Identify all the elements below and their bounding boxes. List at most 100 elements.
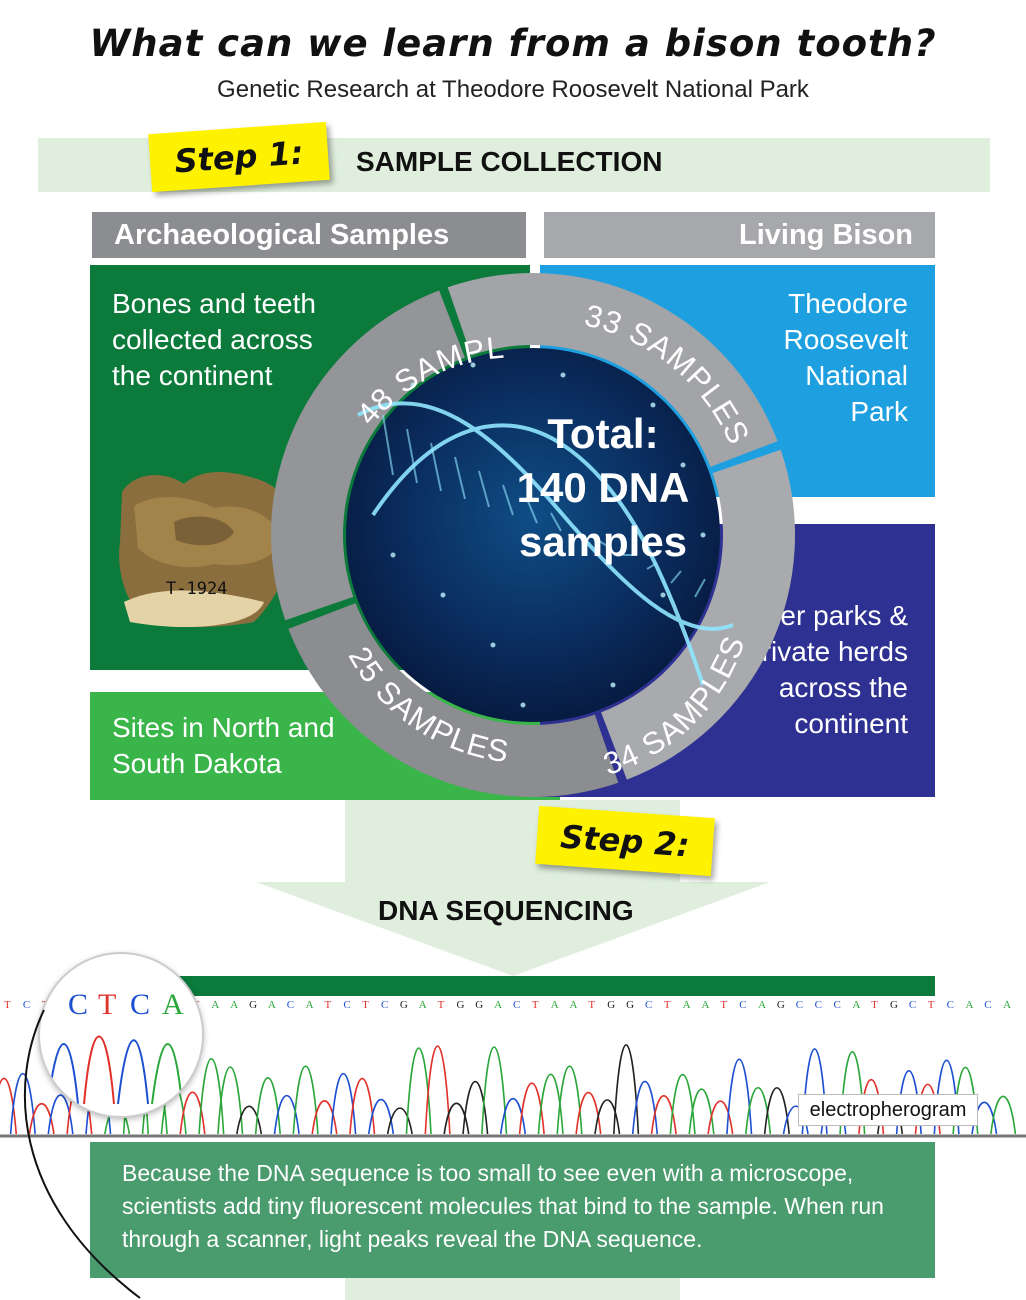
trace-peak xyxy=(462,1081,489,1135)
trace-peak xyxy=(443,1102,470,1135)
sequence-base: C xyxy=(23,999,30,1011)
trace-peak xyxy=(990,1095,1017,1135)
sequence-base: C xyxy=(645,999,652,1011)
trace-peak xyxy=(688,1088,715,1135)
sequence-base: T xyxy=(720,999,727,1011)
sequence-base: T xyxy=(362,999,369,1011)
dakota-text: Sites in North and South Dakota xyxy=(112,712,335,779)
zoom-base-4: A xyxy=(162,988,184,1021)
trace-peak xyxy=(650,1095,677,1135)
trnp-text: Theodore Roosevelt National Park xyxy=(783,288,908,427)
sequence-base: T xyxy=(588,999,595,1011)
sequence-base: G xyxy=(475,999,483,1011)
step1-heading: SAMPLE COLLECTION xyxy=(356,146,663,177)
sequence-base: G xyxy=(456,999,464,1011)
archaeological-text: Bones and teeth collected across the con… xyxy=(112,288,316,391)
trace-peak xyxy=(28,1102,55,1135)
trace-peak xyxy=(631,1080,659,1135)
trace-peak xyxy=(367,1099,395,1135)
sequence-base: C xyxy=(833,999,840,1011)
sequence-base: A xyxy=(419,999,427,1011)
trace-peak xyxy=(556,1065,583,1135)
sequence-base: G xyxy=(249,999,257,1011)
step1-sticky-note: Step 1: xyxy=(148,121,330,193)
electropherogram-chart: TCTCTCAAAATAAGACATCTCGATGGACTAATGGCTAATC… xyxy=(0,999,1026,1138)
dna-image-background xyxy=(346,348,720,722)
trace-peak xyxy=(217,1066,244,1135)
trace-peak xyxy=(745,1086,772,1135)
trace-peak xyxy=(349,1078,376,1135)
sequence-base: A xyxy=(702,999,710,1011)
column-header-archaeological: Archaeological Samples xyxy=(92,212,526,258)
tooth-specimen-label: T-1924 xyxy=(166,579,227,599)
sequence-base: A xyxy=(758,999,766,1011)
sequence-base: T xyxy=(4,999,11,1011)
arrow-continue xyxy=(345,1278,680,1300)
trace-peak xyxy=(499,1098,527,1135)
sequence-base: G xyxy=(626,999,634,1011)
sequence-base: T xyxy=(871,999,878,1011)
callout-line xyxy=(23,1009,141,1299)
sequence-base: A xyxy=(230,999,238,1011)
sequence-base: C xyxy=(287,999,294,1011)
trace-peak xyxy=(575,1091,602,1135)
total-line-2: 140 DNA xyxy=(517,464,690,511)
sequence-base: A xyxy=(211,999,219,1011)
ring-segment-25 xyxy=(288,603,619,797)
zoom-base-2: T xyxy=(98,988,116,1021)
trace-peak xyxy=(537,1073,564,1135)
sequencing-caption: Because the DNA sequence is too small to… xyxy=(122,1160,884,1252)
sequencing-top-bar xyxy=(90,976,935,998)
trace-peak xyxy=(179,1091,206,1135)
zoom-magnifier: C T C A xyxy=(38,952,204,1118)
sequence-base: C xyxy=(343,999,350,1011)
sequence-base: G xyxy=(400,999,408,1011)
page-title: What can we learn from a bison tooth? xyxy=(89,22,937,65)
sequence-base: C xyxy=(984,999,991,1011)
ring-segment-34 xyxy=(601,449,795,780)
trace-peak xyxy=(311,1100,338,1135)
zoom-base-1: C xyxy=(68,988,88,1021)
arrow-head xyxy=(256,882,770,976)
trace-peak xyxy=(236,1105,263,1135)
sequencing-caption-panel xyxy=(90,1142,935,1278)
sequence-base: A xyxy=(306,999,314,1011)
trace-peak xyxy=(594,1099,621,1135)
sequence-base: C xyxy=(513,999,520,1011)
sequence-base: A xyxy=(1003,999,1011,1011)
trace-peak xyxy=(424,1045,451,1135)
trace-peak xyxy=(9,1072,36,1135)
sequence-base: T xyxy=(324,999,331,1011)
sequence-base: A xyxy=(570,999,578,1011)
trace-peak xyxy=(292,1065,319,1135)
trace-peak xyxy=(481,1046,508,1135)
zoom-base-3: C xyxy=(130,988,150,1021)
electropherogram-label: electropherogram xyxy=(798,1094,978,1126)
total-line-1: Total: xyxy=(547,410,658,457)
sequence-base: G xyxy=(777,999,785,1011)
sequence-base: C xyxy=(739,999,746,1011)
sequence-base: T xyxy=(438,999,445,1011)
trace-peak xyxy=(405,1047,432,1135)
sequence-base: A xyxy=(494,999,502,1011)
column-header-living-bison: Living Bison xyxy=(544,212,935,258)
sample-ring-diagram: Total: 140 DNA samples 48 SAMPLES 33 SAM… xyxy=(263,265,795,797)
trace-peak xyxy=(47,1094,74,1135)
trace-peak xyxy=(0,1077,18,1135)
trace-peak xyxy=(707,1100,734,1135)
trace-peak xyxy=(273,1095,300,1135)
sequence-base: C xyxy=(381,999,388,1011)
sequence-base: C xyxy=(815,999,822,1011)
trace-peak xyxy=(518,1082,545,1135)
sequence-base: T xyxy=(532,999,539,1011)
sequence-base: C xyxy=(947,999,954,1011)
dna-helix-icon xyxy=(357,401,734,686)
bison-tooth-image: T-1924 xyxy=(119,472,296,628)
sequence-base: G xyxy=(607,999,615,1011)
sequence-base: T xyxy=(928,999,935,1011)
page-subtitle: Genetic Research at Theodore Roosevelt N… xyxy=(217,76,809,103)
sequence-base: A xyxy=(551,999,559,1011)
ring-segment-48 xyxy=(270,290,465,621)
sequence-base: T xyxy=(664,999,671,1011)
sequence-base: A xyxy=(965,999,973,1011)
